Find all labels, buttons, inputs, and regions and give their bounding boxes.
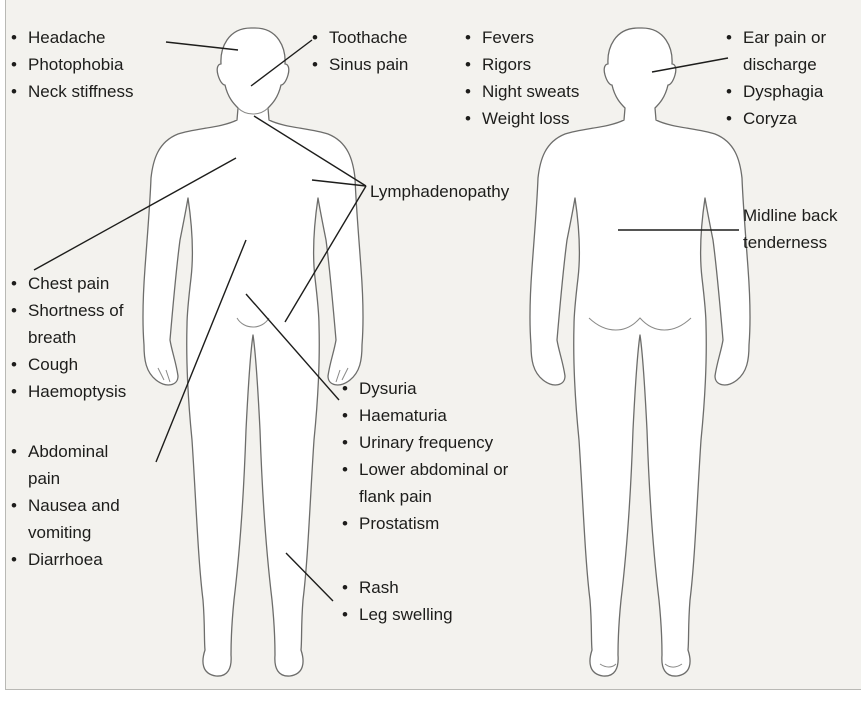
symptom-item: Weight loss [462,105,579,132]
symptom-item: Dysuria [339,375,524,402]
symptom-item: Sinus pain [309,51,408,78]
symptom-item: Toothache [309,24,408,51]
symptom-item: Lower abdominal or flank pain [339,456,524,510]
symptom-item: Nausea and vomiting [8,492,153,546]
lymphadenopathy-label: Lymphadenopathy [370,178,509,205]
symptom-item: Cough [8,351,158,378]
symptom-item: Leg swelling [339,601,453,628]
symptom-item: Shortness of breath [8,297,133,351]
symptoms-legs-list: Rash Leg swelling [339,574,453,628]
symptom-item: Haematuria [339,402,524,429]
midline-back-tenderness-label: Midline back tenderness [743,202,861,256]
symptom-item: Diarrhoea [8,546,153,573]
symptom-item: Haemoptysis [8,378,158,405]
symptom-item: Neck stiffness [8,78,134,105]
symptom-item: Rash [339,574,453,601]
symptoms-abdomen-list: Abdominal pain Nausea and vomiting Diarr… [8,438,153,573]
symptoms-head-list: Headache Photophobia Neck stiffness [8,24,134,105]
front-body-figure [143,28,363,676]
symptom-item: Urinary frequency [339,429,524,456]
symptom-item: Dysphagia [723,78,853,105]
front-body-outline [143,28,363,676]
symptoms-urinary-list: Dysuria Haematuria Urinary frequency Low… [339,375,524,537]
symptoms-ear-list: Ear pain or discharge Dysphagia Coryza [723,24,853,132]
figure-panel: Headache Photophobia Neck stiffness Toot… [5,0,861,690]
symptom-item: Headache [8,24,134,51]
symptom-item: Rigors [462,51,579,78]
symptoms-systemic-list: Fevers Rigors Night sweats Weight loss [462,24,579,132]
symptom-item: Prostatism [339,510,524,537]
symptom-item: Coryza [723,105,853,132]
symptoms-teeth-list: Toothache Sinus pain [309,24,408,78]
symptoms-chest-list: Chest pain Shortness of breath Cough Hae… [8,270,158,405]
symptom-item: Night sweats [462,78,579,105]
symptom-item: Abdominal pain [8,438,138,492]
symptom-item: Photophobia [8,51,134,78]
symptom-item: Chest pain [8,270,158,297]
symptom-item: Fevers [462,24,579,51]
symptom-item: Ear pain or discharge [723,24,853,78]
